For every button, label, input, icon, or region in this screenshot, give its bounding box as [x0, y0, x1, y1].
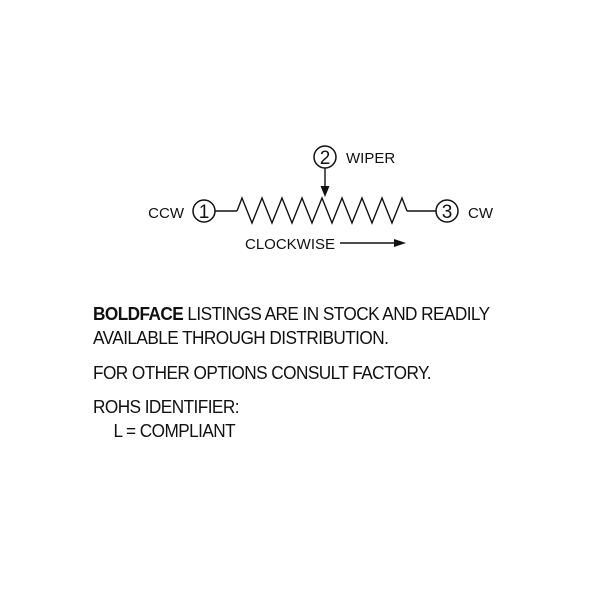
- terminal-1-number: 1: [199, 202, 210, 223]
- rohs-note: ROHS IDENTIFIER: L = COMPLIANT: [93, 395, 539, 443]
- stock-note: BOLDFACE LISTINGS ARE IN STOCK AND READI…: [93, 302, 539, 350]
- notes-block: BOLDFACE LISTINGS ARE IN STOCK AND READI…: [93, 302, 539, 443]
- stock-note-line-1: LISTINGS ARE IN STOCK AND READILY: [183, 303, 490, 324]
- wiper-arrowhead: [320, 186, 330, 197]
- clockwise-label: CLOCKWISE: [245, 236, 335, 253]
- options-note: FOR OTHER OPTIONS CONSULT FACTORY.: [93, 362, 431, 383]
- rohs-identifier-label: ROHS IDENTIFIER:: [93, 396, 239, 417]
- terminal-3-circle: [435, 199, 459, 223]
- terminal-3-number: 3: [442, 202, 453, 223]
- terminal-2-number: 2: [320, 148, 331, 169]
- rohs-compliant-code: L = COMPLIANT: [113, 420, 236, 441]
- ccw-label: CCW: [148, 205, 185, 222]
- wiper-label: WIPER: [346, 150, 395, 167]
- cw-label: CW: [468, 205, 494, 222]
- resistor-zigzag: [236, 196, 408, 225]
- boldface-word: BOLDFACE: [93, 303, 184, 324]
- potentiometer-schematic: 2 WIPER CCW 1 3 CW CLOCKWISE: [148, 145, 494, 253]
- clockwise-arrowhead: [394, 239, 406, 247]
- stock-note-line-2: AVAILABLE THROUGH DISTRIBUTION.: [93, 327, 389, 348]
